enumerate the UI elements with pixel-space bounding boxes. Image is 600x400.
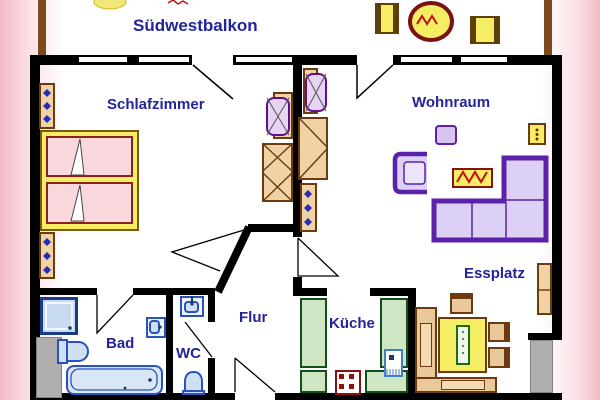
wall-bath-wc-divider (166, 295, 173, 393)
bathtub (66, 365, 163, 395)
door-bedroom (170, 228, 251, 282)
shower (40, 297, 78, 335)
wall-wc-east-b (208, 358, 215, 393)
wall-bath-north-a (40, 288, 97, 295)
dining-bench-seat-1 (420, 323, 432, 367)
balcony-table (408, 1, 454, 42)
balcony-wall-left (38, 0, 46, 55)
kitchen-appliance (384, 349, 403, 377)
wall-bath-north-b (133, 288, 215, 295)
wall-center-stub (293, 277, 302, 295)
label-balcony: Südwestbalkon (133, 16, 258, 35)
label-bedroom: Schlafzimmer (107, 96, 205, 113)
entrance-door-gap (235, 393, 275, 400)
wall-wc-east-a (208, 295, 215, 322)
wardrobe-bedroom (262, 143, 293, 202)
dining-bench-seat-2 (441, 380, 485, 390)
cabinet-living (298, 117, 328, 180)
armchair (392, 151, 427, 195)
wall-cabinet-living (528, 123, 546, 145)
kitchen-counter-left (300, 298, 327, 368)
balcony-chair-left (375, 3, 399, 34)
bed-mattress-2 (46, 182, 133, 224)
door-bathroom (96, 294, 134, 335)
window-bedroom-1 (78, 56, 128, 63)
side-table-living (435, 125, 457, 145)
label-bath: Bad (106, 335, 135, 352)
shaft-gray-right (530, 340, 553, 393)
radiator-bedroom-2 (39, 232, 55, 279)
window-bedroom-2 (138, 56, 190, 63)
dining-chair-right-1 (488, 322, 510, 342)
bath-sink-bowl (66, 341, 89, 362)
dining-chair-top (450, 293, 473, 314)
wc-sink-bowl (184, 301, 199, 313)
balcony-chair-right (470, 16, 500, 44)
radiator-bedroom-1 (39, 83, 55, 129)
wall-kitchen-north-b (370, 288, 416, 296)
wall-bedroom-south (248, 224, 295, 232)
tv-bedroom (266, 97, 290, 136)
door-entrance (234, 357, 276, 393)
door-balcony-bedroom (192, 64, 234, 100)
bed-mattress-1 (46, 136, 133, 177)
toilet-base (182, 390, 205, 395)
dining-chair-right-2 (488, 347, 510, 368)
radiator-living (300, 183, 317, 232)
label-wc: WC (176, 345, 201, 362)
wall-diagonal (214, 225, 253, 294)
label-hall: Flur (239, 309, 268, 326)
wall-right-jog (528, 333, 562, 340)
wall-kitchen-north-a (293, 288, 327, 296)
wall-bottom (30, 393, 562, 400)
wall-left (30, 55, 40, 400)
wall-kitchen-east (408, 296, 416, 393)
window-living-1 (400, 56, 453, 63)
table-runner (456, 325, 470, 365)
stove (335, 370, 361, 395)
wall-center (293, 62, 302, 237)
balcony-plant (93, 0, 189, 10)
door-balcony-living (356, 64, 394, 100)
balcony-door-gap-bedroom (192, 55, 233, 65)
dining-radiator (537, 263, 552, 315)
label-kitchen: Küche (329, 315, 375, 332)
window-bedroom-3 (235, 56, 293, 63)
window-living-2 (460, 56, 508, 63)
wall-top (30, 55, 562, 65)
tv-living (305, 73, 327, 112)
bath-wall-sink-bowl (149, 320, 160, 334)
label-living: Wohnraum (412, 94, 491, 111)
wall-right (552, 55, 562, 340)
coffee-table (452, 168, 493, 188)
label-dining: Essplatz (464, 265, 525, 282)
door-living (297, 237, 340, 277)
balcony-wall-right (544, 0, 552, 55)
kitchen-counter-bottom-left (300, 370, 327, 393)
balcony-door-gap-living (357, 55, 393, 65)
